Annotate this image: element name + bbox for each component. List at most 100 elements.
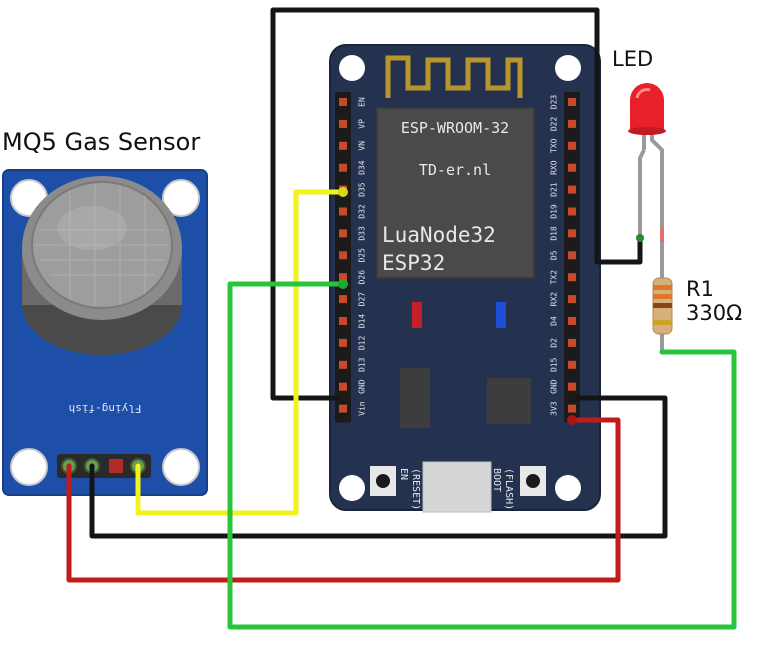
right-pin-pad[interactable]: [568, 98, 576, 106]
mount-hole: [555, 55, 581, 81]
right-pin-label: TX2: [550, 270, 559, 285]
left-pin-label: EN: [358, 97, 367, 107]
left-pin-label: D32: [358, 204, 367, 219]
mq5-sensor-module: MQ5 Gas Sensor Flying-fish: [2, 128, 208, 496]
en-button-sublabel: (RESET): [410, 468, 421, 510]
left-pin-pad[interactable]: [339, 317, 347, 325]
left-pin-pad[interactable]: [339, 382, 347, 391]
right-pin-pad[interactable]: [568, 360, 576, 369]
right-pin-pad[interactable]: [568, 207, 576, 216]
mount-hole: [339, 475, 365, 501]
wires: [66, 7, 737, 630]
left-pin-pad[interactable]: [339, 229, 347, 238]
resistor-label: R1: [686, 277, 714, 301]
right-pin-pad[interactable]: [568, 163, 576, 172]
left-pin-label: D35: [358, 182, 367, 197]
right-pin-label: D18: [550, 226, 559, 241]
wire-junctions: [338, 187, 644, 425]
wire-gnd-to-led: [270, 7, 643, 401]
left-pin-label: GND: [358, 379, 367, 394]
junction-dot: [338, 279, 348, 289]
left-pin-pad[interactable]: [339, 338, 347, 347]
left-pin-label: D25: [358, 248, 367, 263]
board-name-line2: ESP32: [382, 251, 445, 275]
pin-pad: [109, 459, 123, 473]
mount-hole: [339, 55, 365, 81]
module-label: ESP-WROOM-32: [401, 119, 509, 137]
right-pin-label: D4: [550, 316, 559, 326]
right-pin-pad[interactable]: [568, 404, 576, 413]
resistor-component: R1 330Ω: [652, 277, 742, 352]
left-pin-pad[interactable]: [339, 207, 347, 216]
right-pin-label: D19: [550, 204, 559, 219]
junction-dot: [338, 393, 348, 403]
esp-wroom-module: [376, 107, 535, 279]
junction-dot: [338, 187, 348, 197]
left-pin-pad[interactable]: [339, 295, 347, 304]
wire-sensor-gnd: [89, 395, 668, 539]
left-pin-label: D12: [358, 335, 367, 350]
sensor-title: MQ5 Gas Sensor: [2, 128, 200, 156]
left-pin-pad[interactable]: [339, 163, 347, 172]
right-pin-label: RX2: [550, 292, 559, 307]
junction-dot: [567, 393, 577, 403]
junction-dot: [567, 415, 577, 425]
led-leg-marker: [660, 228, 664, 242]
right-pin-label: D2: [550, 338, 559, 348]
resistor-band: [653, 294, 672, 299]
right-pin-pad[interactable]: [568, 251, 576, 260]
right-pin-pad[interactable]: [568, 185, 576, 194]
usb-connector: [422, 461, 492, 513]
antenna-trace: [385, 55, 523, 98]
power-led: [412, 302, 422, 328]
boot-flash-button[interactable]: [526, 474, 540, 488]
wire-sensor-analog: [135, 189, 346, 516]
right-pin-label: D21: [550, 182, 559, 197]
left-pin-label: Vin: [358, 401, 367, 416]
right-pin-label: D22: [550, 116, 559, 131]
right-pin-label: RXO: [550, 160, 559, 175]
boot-button-sublabel: (FLASH): [503, 468, 514, 510]
sensor-brand-label: Flying-fish: [69, 402, 142, 415]
right-pin-pad[interactable]: [568, 119, 576, 128]
left-pin-pad[interactable]: [339, 119, 347, 128]
left-pin-label: D33: [358, 226, 367, 241]
right-pin-pad[interactable]: [568, 382, 576, 391]
sensor-header: [57, 454, 151, 478]
mount-hole: [162, 179, 200, 217]
right-pin-label: D23: [550, 95, 559, 110]
gas-sensor-element: [22, 176, 182, 355]
right-pin-label: D15: [550, 357, 559, 372]
left-pin-label: D14: [358, 314, 367, 329]
left-pin-pad[interactable]: [339, 404, 347, 413]
led-leg-cathode: [638, 149, 646, 238]
esp32-pin-headers: ENVPVND34D35D32D33D25D26D27D14D12D13GNDV…: [335, 92, 580, 423]
junction-dot: [636, 234, 644, 242]
site-label: TD-er.nl: [419, 161, 491, 179]
left-pin-label: D27: [358, 292, 367, 307]
wire-sensor-vcc: [66, 417, 621, 583]
led-component: LED: [612, 47, 666, 280]
board-name-line1: LuaNode32: [382, 223, 496, 247]
right-pin-pad[interactable]: [568, 229, 576, 238]
left-pin-label: D26: [358, 270, 367, 285]
esp32-board: ESP-WROOM-32 TD-er.nl LuaNode32 ESP32 EN…: [329, 44, 601, 513]
resistor-band: [653, 285, 672, 290]
mount-hole: [162, 448, 200, 486]
right-pin-pad[interactable]: [568, 317, 576, 325]
left-pin-pad[interactable]: [339, 360, 347, 369]
right-pin-label: D5: [550, 250, 559, 260]
left-pin-label: D13: [358, 357, 367, 372]
right-pin-pad[interactable]: [568, 338, 576, 347]
left-pin-pad[interactable]: [339, 273, 347, 282]
usb-uart-chip: [487, 378, 531, 424]
en-reset-button[interactable]: [376, 474, 390, 488]
left-pin-pad[interactable]: [339, 98, 347, 106]
right-pin-pad[interactable]: [568, 295, 576, 304]
left-pin-label: D34: [358, 160, 367, 175]
left-pin-pad[interactable]: [339, 251, 347, 260]
resistor-value: 330Ω: [686, 301, 742, 325]
left-pin-pad[interactable]: [339, 141, 347, 150]
right-pin-pad[interactable]: [568, 273, 576, 282]
right-pin-pad[interactable]: [568, 141, 576, 150]
